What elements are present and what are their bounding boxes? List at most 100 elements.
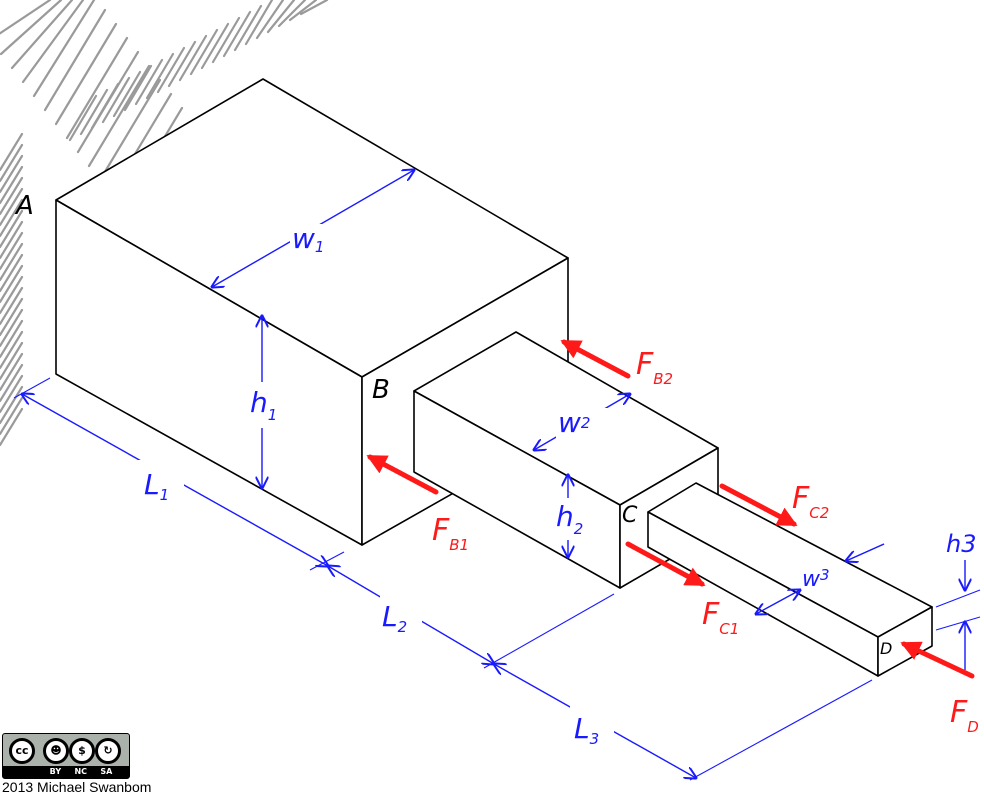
h1-label: h1	[250, 386, 277, 424]
wall-hatch-line	[0, 253, 24, 293]
wall-hatch-line	[0, 297, 24, 337]
FB2-label: FB2	[636, 347, 673, 388]
wall-hatch-line	[0, 220, 24, 260]
wall-hatch-line	[145, 52, 175, 100]
sharealike-icon: ↻	[95, 738, 121, 764]
wall-hatch-line	[222, 10, 252, 58]
FC2-arrow	[719, 483, 798, 527]
license-term-sa: SA	[100, 767, 113, 776]
w2-label: w2	[558, 406, 590, 439]
wall-hatch-line	[112, 70, 142, 118]
dimension-labels: w1 h1 L1 w2 h2 L2 w3 h3 L3	[144, 222, 976, 748]
L2-label: L2	[382, 600, 407, 636]
h2-label: h2	[556, 500, 583, 538]
wall-hatch-line	[123, 64, 153, 112]
wall-hatch-line	[189, 28, 219, 76]
L3-label-gap	[570, 704, 614, 752]
L-ext-block3	[689, 679, 873, 781]
h1-label-gap	[250, 382, 280, 428]
license-term-by: BY	[49, 767, 62, 776]
point-label-B: B	[372, 375, 390, 405]
wall-hatch-line	[90, 82, 120, 130]
wall-hatch-line	[299, 0, 329, 16]
wall-hatch-line	[0, 132, 24, 172]
wall-hatch-line	[32, 0, 96, 98]
wall-hatch-line	[65, 36, 129, 140]
wall-hatch-line	[211, 16, 241, 64]
wall-hatch-line	[0, 209, 24, 249]
FC1-arrow	[625, 541, 706, 587]
wall-hatch-line	[101, 76, 131, 124]
w3-dimension-outer	[846, 543, 885, 561]
wall-hatch-line	[0, 198, 24, 238]
wall-hatch-line	[255, 0, 285, 40]
wall-hatch-line	[0, 275, 24, 315]
wall-hatch-line	[0, 286, 24, 326]
wall-hatch-line	[98, 78, 162, 182]
FC2-label: FC2	[792, 481, 829, 522]
L2-label-gap	[380, 594, 422, 640]
wall-hatch-line	[0, 0, 63, 56]
wall-hatch-line	[79, 88, 109, 136]
cc-logo-icon: cc	[9, 738, 35, 764]
wall-hatch-line	[10, 0, 74, 70]
wall-hatch-line	[0, 396, 24, 436]
wall-hatch-line	[167, 40, 197, 88]
block-3-end-face	[877, 606, 933, 677]
w2-label-gap	[556, 408, 610, 438]
L3-label: L3	[574, 712, 599, 748]
w1-label-gap	[290, 224, 344, 258]
wall-hatch-line	[233, 4, 263, 52]
FD-label: FD	[950, 695, 979, 736]
attribution-icon: ☻	[43, 738, 69, 764]
h2-label-gap	[556, 498, 586, 540]
force-labels: FB1 FB2 FC1 FC2 FD	[432, 347, 979, 736]
wall-hatch-line	[0, 308, 24, 348]
wall-hatch-line	[134, 58, 164, 106]
FD-arrow	[900, 641, 975, 679]
wall-hatch-line	[0, 407, 24, 447]
wall-hatch-line	[0, 231, 24, 271]
h3-label: h3	[946, 530, 976, 558]
wall-hatch-line	[21, 0, 85, 84]
wall-hatch-line	[68, 94, 98, 142]
FC1-label: FC1	[702, 597, 739, 638]
wall-hatch-line	[244, 0, 274, 46]
noncommercial-icon: $	[69, 738, 95, 764]
license-credit: cc ☻ $ ↻ BY NC SA 2013 Michael Swanbom	[2, 733, 182, 795]
license-terms-bar: BY NC SA	[3, 766, 129, 778]
creative-commons-badge[interactable]: cc ☻ $ ↻ BY NC SA	[2, 733, 130, 779]
wall-hatch-line	[0, 330, 24, 370]
wall-hatch-line	[277, 0, 307, 28]
license-term-nc: NC	[74, 767, 88, 776]
wall-hatch-line	[0, 363, 24, 403]
wall-hatch-line	[266, 0, 296, 34]
L-ext-block2	[483, 593, 615, 669]
wall-hatch-line	[0, 165, 24, 205]
L1-label-gap	[138, 460, 184, 508]
wall-hatch-line	[156, 46, 186, 94]
wall-hatch-line	[0, 176, 24, 216]
point-label-D: D	[880, 639, 892, 658]
wall-hatch-line	[178, 34, 208, 82]
wall-hatch-line	[0, 341, 24, 381]
h3-ext-bottom	[935, 616, 981, 631]
wall-hatch-line	[0, 143, 24, 183]
force-arrows	[366, 339, 975, 679]
point-labels: A B C D	[14, 191, 892, 658]
FB1-arrow	[366, 454, 439, 495]
wall-hatch-line	[0, 352, 24, 392]
FB1-label: FB1	[432, 513, 469, 554]
wall-hatch-line	[200, 22, 230, 70]
wall-hatch-line	[0, 242, 24, 282]
w1-label: w1	[292, 222, 324, 256]
wall-hatch-line	[0, 187, 24, 227]
w3-label: w3	[802, 566, 830, 592]
wall-hatch-line	[0, 319, 24, 359]
w3-dimension	[756, 590, 800, 614]
wall-hatch-line	[43, 8, 107, 112]
wall-hatch-line	[54, 22, 118, 126]
wall-hatch-line	[0, 264, 24, 304]
point-label-C: C	[622, 503, 638, 528]
wall-hatch-line	[0, 154, 24, 194]
